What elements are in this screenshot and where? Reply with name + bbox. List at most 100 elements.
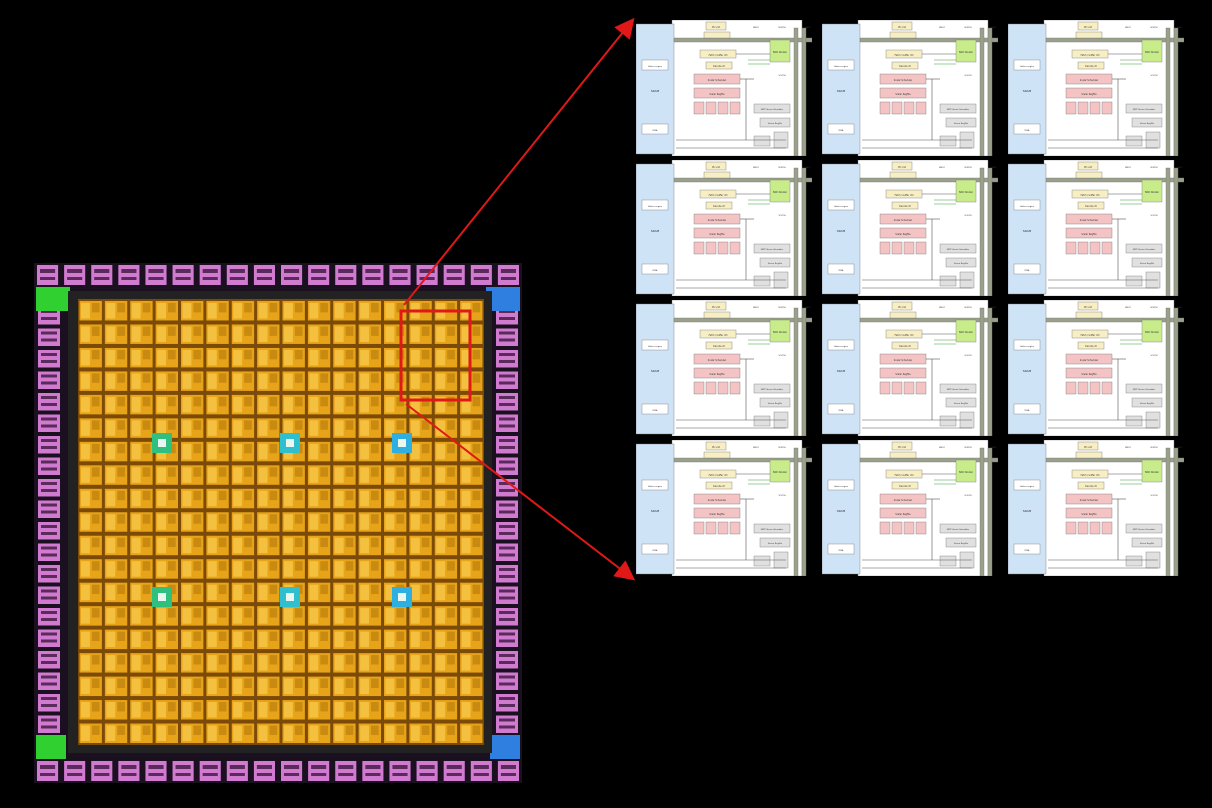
west-label: WEST	[1125, 167, 1132, 169]
io-pad	[496, 586, 518, 604]
east-label: EAST	[1177, 166, 1183, 169]
scalar-rf-label: Scalar RegFile	[709, 373, 725, 376]
vector-sched-label: SIMT Vector Scheduler	[947, 248, 970, 251]
vector-scheduler	[753, 243, 791, 254]
north-label: NORTH	[964, 167, 972, 169]
pc-reg	[703, 451, 731, 459]
bus-horizontal	[859, 457, 999, 463]
fetch-label: Fetch / buffer ctrl	[1081, 194, 1100, 197]
bus-horizontal	[1045, 317, 1185, 323]
vector-rf-label: Vector RegFile	[1140, 402, 1155, 405]
pc-unit	[1077, 301, 1099, 311]
alu-unit	[1077, 521, 1089, 535]
noc-label: NOC Router	[959, 51, 973, 54]
pc-label: PC unit	[1084, 166, 1092, 169]
engine-label: Gather engine	[1020, 485, 1035, 488]
vector-rf-label: Vector RegFile	[954, 262, 969, 265]
east-label: EAST	[805, 26, 811, 29]
dma-label: DMA	[839, 129, 844, 132]
sram-label: SRAM	[837, 229, 846, 233]
noc-router	[955, 179, 977, 203]
decode-unit	[705, 341, 733, 350]
fetch-label: Fetch / buffer ctrl	[709, 54, 728, 57]
pc-unit	[891, 161, 913, 171]
pc-reg	[703, 311, 731, 319]
scalar-sched-label: Scalar Scheduler	[708, 219, 727, 222]
vector-rf-label: Vector RegFile	[1140, 262, 1155, 265]
noc-label: NOC Router	[1145, 51, 1159, 54]
scalar-sched-label: Scalar Scheduler	[1080, 219, 1099, 222]
sram-label: SRAM	[1023, 229, 1032, 233]
io-pad	[443, 761, 465, 781]
engine-box	[1013, 339, 1041, 351]
pc-label: PC unit	[898, 446, 906, 449]
vector-rf-label: Vector RegFile	[1140, 542, 1155, 545]
io-pad	[496, 543, 518, 561]
decode-label: Decode ctl	[1085, 485, 1097, 488]
west-label: WEST	[753, 447, 760, 449]
pc-label: PC unit	[712, 306, 720, 309]
alu-unit	[693, 521, 705, 535]
io-pad	[38, 672, 60, 690]
decode-unit	[891, 61, 919, 70]
east-label: EAST	[991, 306, 997, 309]
alu-unit	[705, 381, 717, 395]
scalar-sched-label: Scalar Scheduler	[894, 219, 913, 222]
noc-router	[769, 319, 791, 343]
fetch-label: Fetch / buffer ctrl	[1081, 54, 1100, 57]
bus-horizontal	[673, 457, 813, 463]
io-pad	[37, 761, 59, 781]
dma-label: DMA	[839, 269, 844, 272]
alu-unit	[1077, 381, 1089, 395]
noc-router	[769, 459, 791, 483]
sram-label: SRAM	[837, 509, 846, 513]
scalar-rf-label: Scalar RegFile	[895, 513, 911, 516]
south-label: SOUTH	[1150, 495, 1158, 497]
bus-vertical	[987, 167, 993, 297]
alu-unit	[891, 381, 903, 395]
io-pad	[497, 265, 519, 285]
vector-sched-label: SIMT Vector Scheduler	[1133, 108, 1156, 111]
io-pad	[389, 265, 411, 285]
io-pad	[38, 586, 60, 604]
pc-reg	[703, 171, 731, 179]
io-pad	[496, 393, 518, 411]
alu-unit	[1089, 381, 1101, 395]
io-pad	[118, 761, 140, 781]
engine-box	[641, 59, 669, 71]
fetch-label: Fetch / buffer ctrl	[709, 334, 728, 337]
vector-regfile	[945, 257, 977, 268]
bus-horizontal	[1045, 177, 1185, 183]
fetch-label: Fetch / buffer ctrl	[709, 194, 728, 197]
south-label: SOUTH	[964, 355, 972, 357]
dma-box	[641, 543, 669, 555]
vector-lsu	[753, 135, 771, 147]
scalar-rf-label: Scalar RegFile	[709, 513, 725, 516]
engine-box	[1013, 199, 1041, 211]
decode-label: Decode ctl	[713, 65, 725, 68]
bus-vertical	[801, 447, 807, 577]
bus-horizontal	[859, 37, 999, 43]
alu-unit	[891, 241, 903, 255]
noc-router	[1141, 179, 1163, 203]
north-label: NORTH	[778, 447, 786, 449]
bus-vertical	[1173, 167, 1179, 297]
io-pad	[91, 761, 113, 781]
west-label: WEST	[1125, 307, 1132, 309]
noc-label: NOC Router	[1145, 471, 1159, 474]
pc-unit	[705, 21, 727, 31]
south-label: SOUTH	[964, 495, 972, 497]
io-pad	[496, 479, 518, 497]
vector-scheduler	[753, 523, 791, 534]
dma-label: DMA	[1025, 409, 1030, 412]
vector-sched-label: SIMT Vector Scheduler	[761, 528, 784, 531]
alu-unit	[717, 241, 729, 255]
scalar-rf-label: Scalar RegFile	[895, 233, 911, 236]
alu-unit	[903, 381, 915, 395]
engine-box	[641, 339, 669, 351]
decode-label: Decode ctl	[713, 205, 725, 208]
vector-lsu	[1125, 415, 1143, 427]
east-label: EAST	[991, 446, 997, 449]
